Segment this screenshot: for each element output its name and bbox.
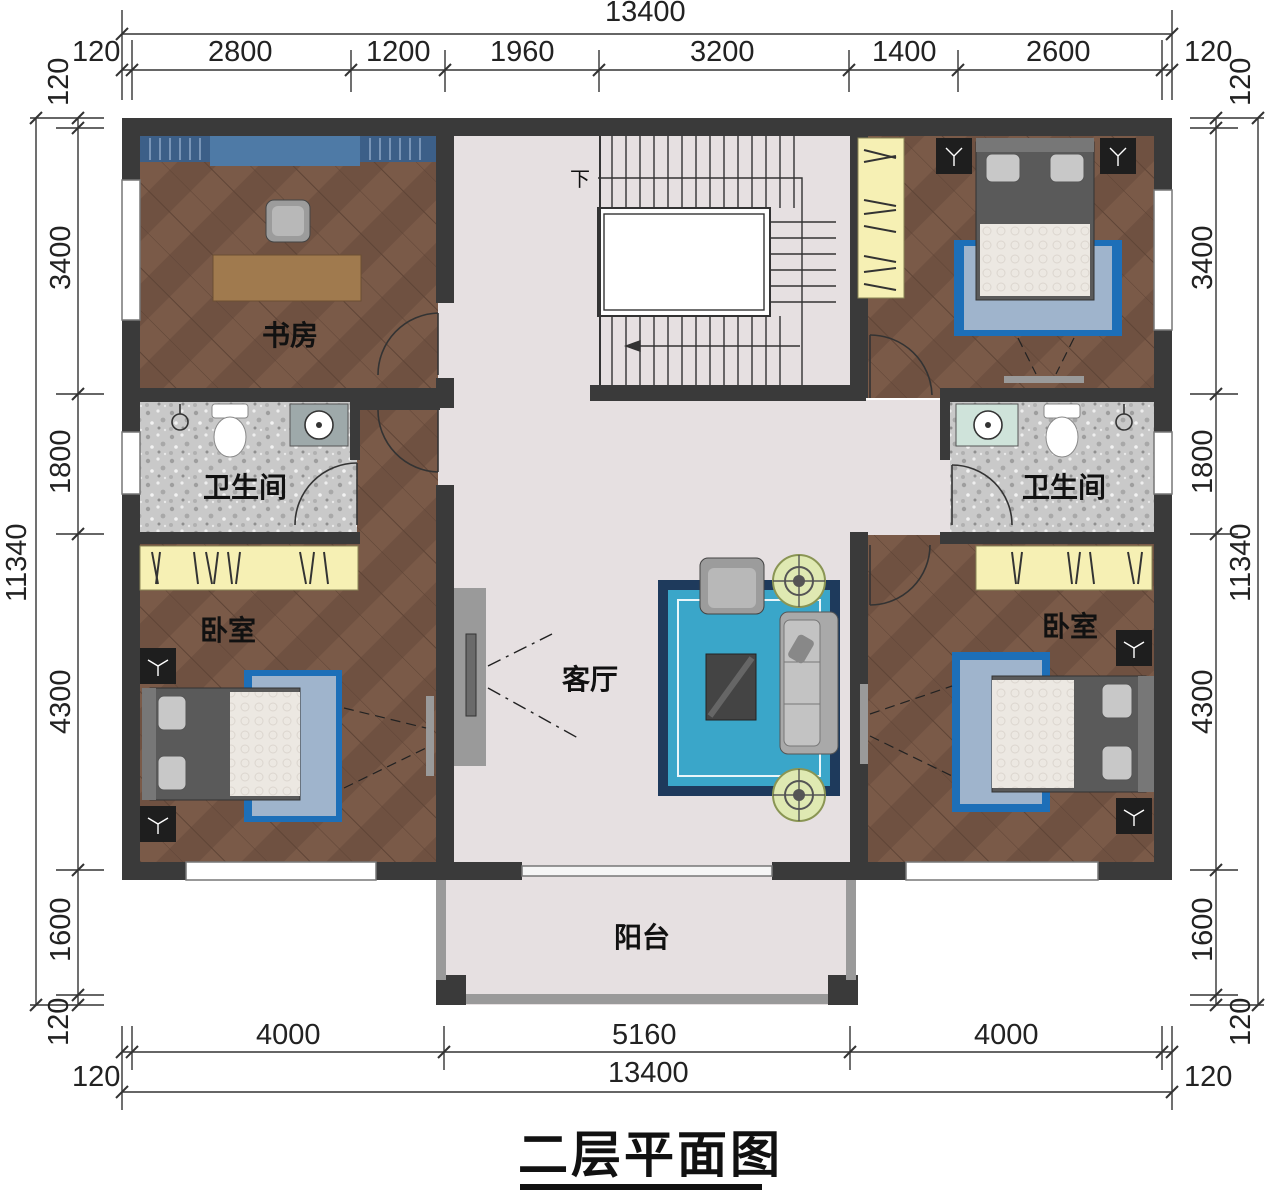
dim-left-wall-top: 120 bbox=[43, 58, 75, 106]
balcony-label: 阳台 bbox=[614, 921, 670, 954]
dim-top-seg-3: 1960 bbox=[490, 36, 555, 68]
wardrobe-right-bottom bbox=[975, 545, 1153, 591]
dim-left bbox=[29, 111, 104, 1012]
walls bbox=[122, 118, 1172, 1005]
dim-right-seg-4: 1600 bbox=[1187, 897, 1219, 962]
dim-right-total: 11340 bbox=[1225, 524, 1257, 603]
doors bbox=[294, 312, 1013, 606]
bed-right-top bbox=[936, 138, 1136, 383]
bath-right-label: 卫生间 bbox=[1022, 471, 1106, 504]
title-underline bbox=[520, 1184, 762, 1190]
dim-right-wall-bottom: 120 bbox=[1225, 998, 1257, 1046]
dim-right bbox=[1190, 111, 1265, 1012]
windows bbox=[121, 179, 1173, 881]
study-label: 书房 bbox=[262, 319, 318, 352]
dim-right-seg-1: 3400 bbox=[1187, 225, 1219, 290]
dim-left-seg-2: 1800 bbox=[45, 429, 77, 494]
tv-unit bbox=[454, 588, 579, 766]
bath-left-label: 卫生间 bbox=[203, 471, 287, 504]
living-label: 客厅 bbox=[562, 663, 618, 696]
bedroom-left-label: 卧室 bbox=[200, 614, 256, 647]
dim-bottom-wall-right: 120 bbox=[1184, 1061, 1232, 1093]
dim-right-seg-2: 1800 bbox=[1187, 429, 1219, 494]
dim-top-seg-6: 2600 bbox=[1026, 36, 1091, 68]
dim-bottom-total: 13400 bbox=[608, 1057, 689, 1089]
dim-bottom-seg-3: 4000 bbox=[974, 1019, 1039, 1051]
study-furniture bbox=[140, 136, 436, 302]
dim-left-total: 11340 bbox=[1, 524, 33, 603]
staircase bbox=[597, 136, 836, 385]
bath-right-fixtures bbox=[955, 403, 1133, 458]
dim-top-seg-5: 1400 bbox=[872, 36, 937, 68]
dim-left-seg-3: 4300 bbox=[45, 669, 77, 734]
dim-top-total: 13400 bbox=[605, 0, 686, 28]
balcony-floor bbox=[436, 870, 856, 1005]
plan-title: 二层平面图 bbox=[518, 1125, 783, 1184]
wardrobe-right-top bbox=[857, 137, 905, 299]
dim-top-seg-1: 2800 bbox=[208, 36, 273, 68]
bedroom-right-label: 卧室 bbox=[1042, 610, 1098, 643]
dim-top-wall-right: 120 bbox=[1184, 36, 1232, 68]
living-furniture bbox=[658, 554, 840, 822]
dim-right-wall-top: 120 bbox=[1225, 58, 1257, 106]
bed-left bbox=[140, 648, 434, 842]
stair-down-label: 下 bbox=[570, 167, 590, 191]
wardrobe-left bbox=[139, 545, 359, 591]
dim-left-seg-1: 3400 bbox=[45, 225, 77, 290]
dim-right-seg-3: 4300 bbox=[1187, 669, 1219, 734]
dim-left-seg-4: 1600 bbox=[45, 897, 77, 962]
dim-top bbox=[115, 10, 1179, 100]
dim-bottom-wall-left: 120 bbox=[72, 1061, 120, 1093]
bath-left-fixtures bbox=[171, 403, 349, 458]
dim-top-seg-2: 1200 bbox=[366, 36, 431, 68]
dim-bottom-seg-1: 4000 bbox=[256, 1019, 321, 1051]
dim-bottom-seg-2: 5160 bbox=[612, 1019, 677, 1051]
corridor-floor-right bbox=[856, 400, 951, 535]
bed-right-bottom bbox=[860, 630, 1154, 834]
dim-top-seg-4: 3200 bbox=[690, 36, 755, 68]
dim-bottom bbox=[115, 1026, 1179, 1110]
dim-top-wall-left: 120 bbox=[72, 36, 120, 68]
dim-left-wall-bottom: 120 bbox=[43, 998, 75, 1046]
